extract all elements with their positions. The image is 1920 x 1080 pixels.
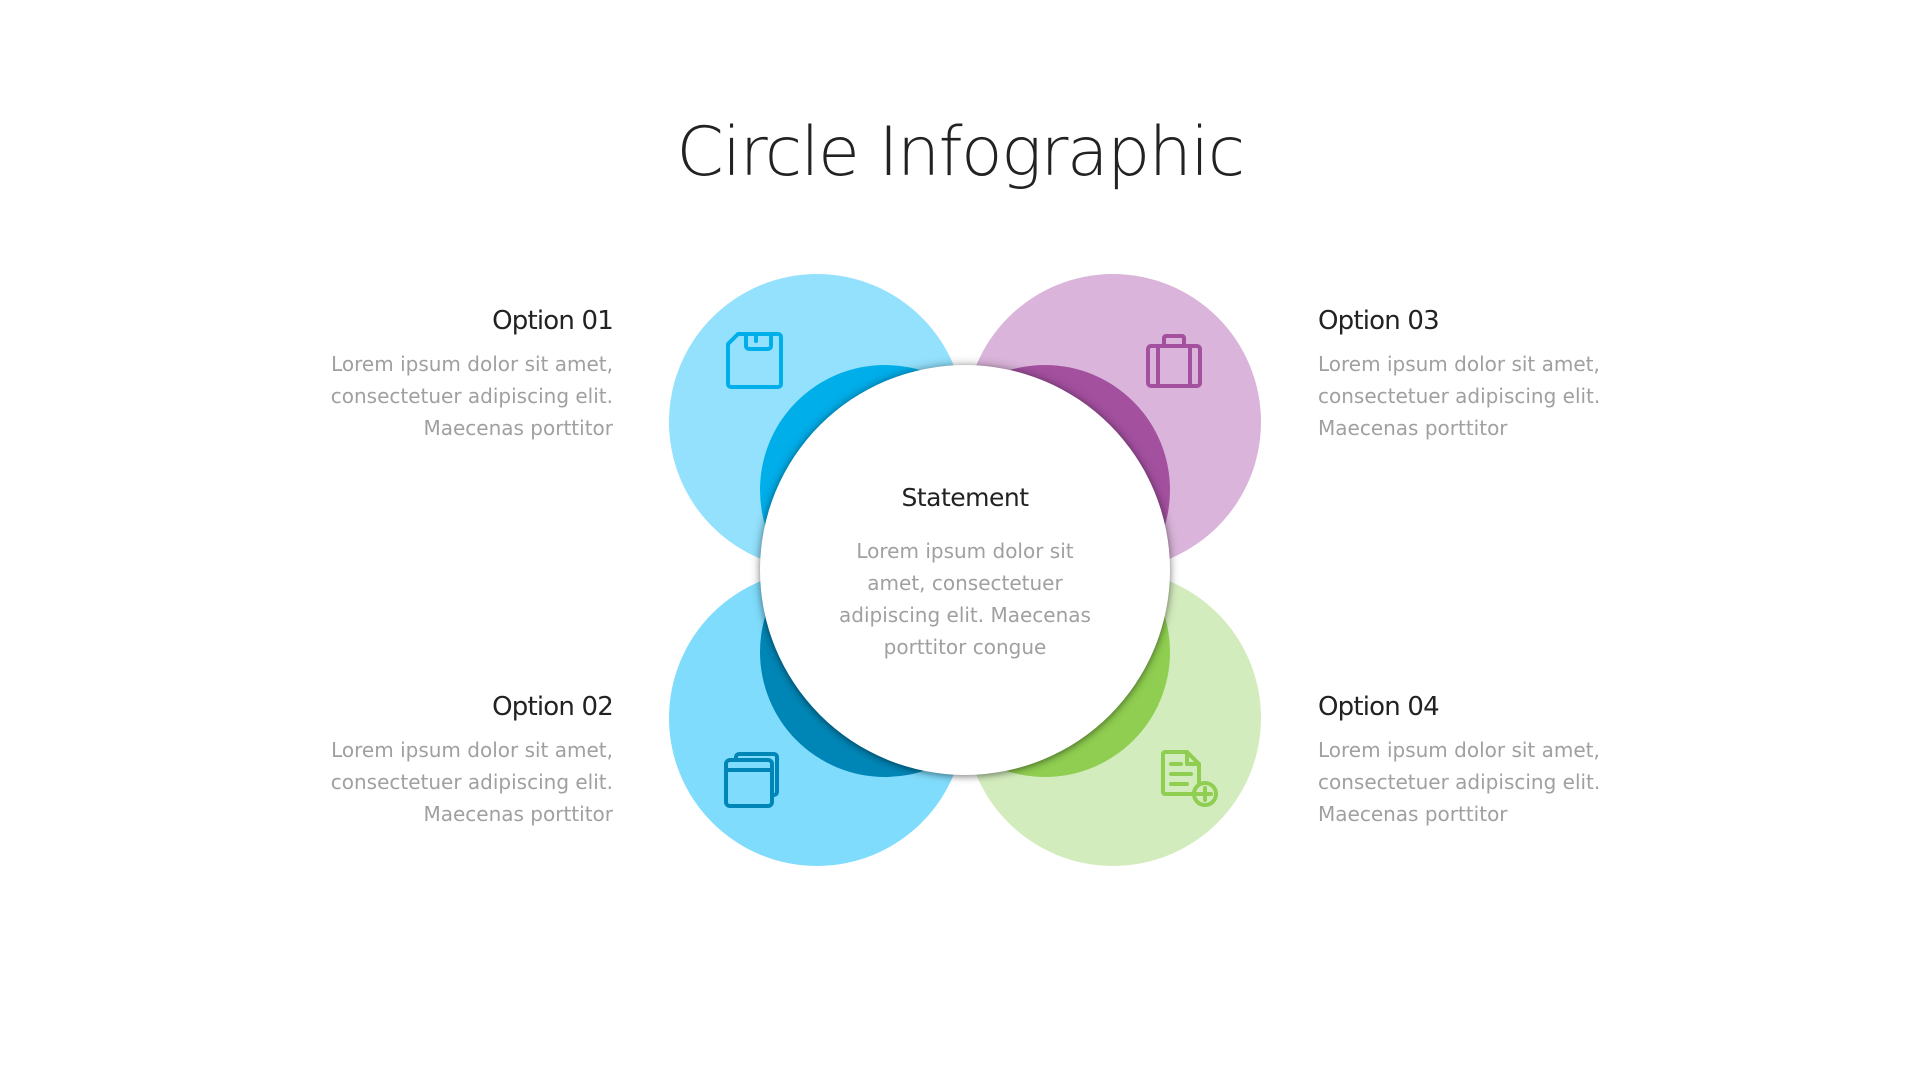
option-title: Option 03	[1318, 306, 1440, 336]
windows-stack-icon	[720, 748, 784, 812]
option-title: Option 02	[492, 692, 614, 722]
statement-body: Lorem ipsum dolor sit amet, consectetuer…	[839, 539, 1091, 659]
option-body: Lorem ipsum dolor sit amet, consectetuer…	[1318, 352, 1601, 440]
option-title: Option 01	[492, 306, 614, 336]
page-title: Circle Infographic	[676, 113, 1245, 192]
option-02: Option 02 Lorem ipsum dolor sit amet, co…	[273, 688, 614, 830]
option-03: Option 03 Lorem ipsum dolor sit amet, co…	[1318, 302, 1658, 444]
statement-circle: Statement Lorem ipsum dolor sit amet, co…	[760, 365, 1170, 775]
document-add-icon	[1157, 748, 1221, 812]
option-04: Option 04 Lorem ipsum dolor sit amet, co…	[1318, 688, 1658, 830]
option-01: Option 01 Lorem ipsum dolor sit amet, co…	[273, 302, 614, 444]
statement-title: Statement	[901, 483, 1029, 512]
option-body: Lorem ipsum dolor sit amet, consectetuer…	[330, 738, 613, 826]
option-body: Lorem ipsum dolor sit amet, consectetuer…	[330, 352, 613, 440]
option-body: Lorem ipsum dolor sit amet, consectetuer…	[1318, 738, 1601, 826]
briefcase-icon	[1142, 330, 1206, 394]
floppy-disk-icon	[722, 328, 786, 392]
option-title: Option 04	[1318, 692, 1440, 722]
